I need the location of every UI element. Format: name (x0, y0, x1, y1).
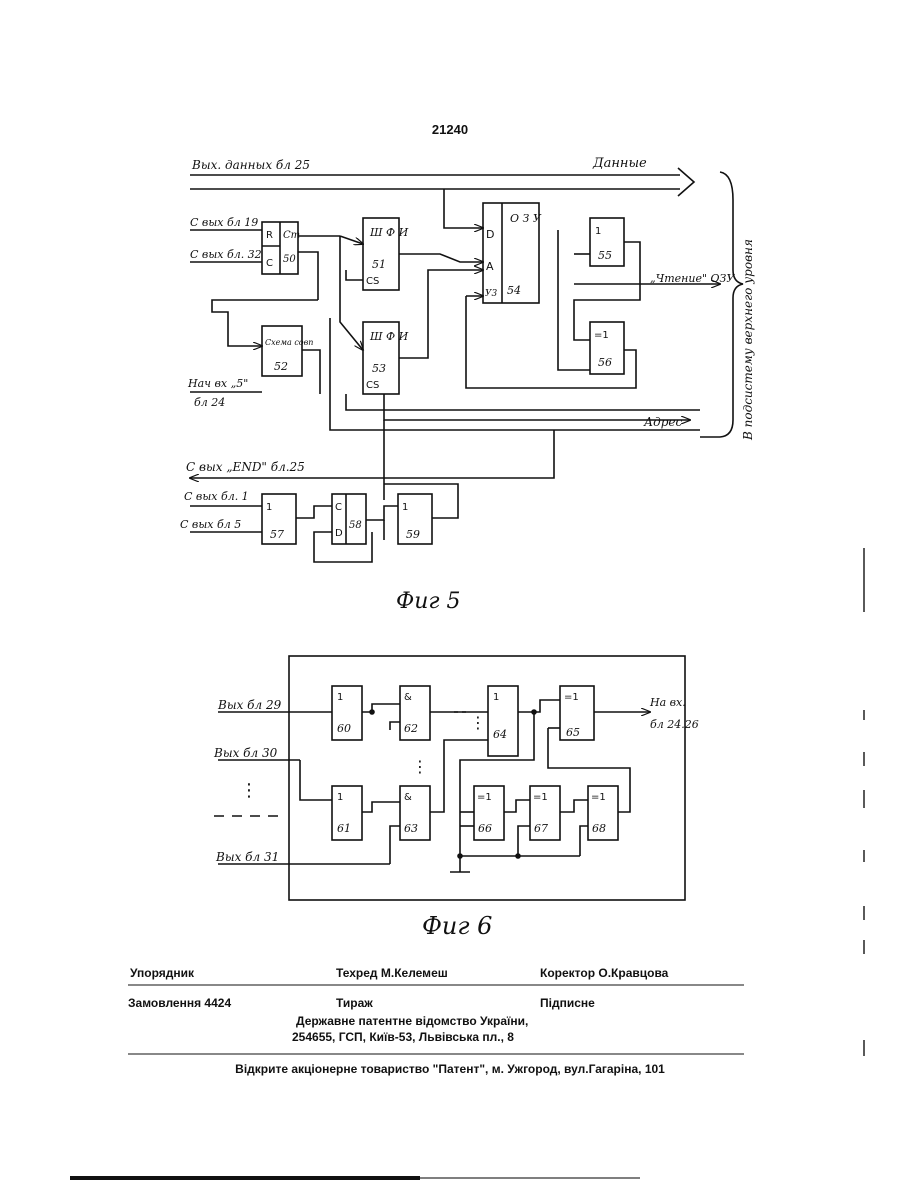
output-label-1: На вх. (649, 696, 686, 709)
c19-label: С вых бл 19 (190, 216, 258, 229)
figure-6: Вых бл 29 Вых бл 30 ⋮ Вых бл 31 1 60 & 6… (213, 656, 699, 940)
ram-num: 54 (507, 284, 521, 297)
mux-51-num: 51 (372, 258, 386, 271)
dff-c: C (335, 502, 342, 513)
gate-61-sym: 1 (337, 792, 343, 803)
gate-68-num: 68 (592, 822, 606, 835)
nav-in-label-1: Нач вх „5" (187, 377, 248, 390)
gate-65-num: 65 (566, 726, 580, 739)
gate-67-sym: =1 (533, 792, 548, 803)
gate-62-num: 62 (404, 722, 418, 735)
input-31: Вых бл 31 (215, 850, 279, 864)
gate-64-num: 64 (493, 728, 507, 741)
fig5-bottom-wires: С вых бл. 1 С вых бл 5 (180, 484, 458, 562)
or-55-sym: 1 (595, 226, 601, 237)
gate-62-sym: & (404, 692, 412, 703)
mux-53-num: 53 (372, 362, 386, 375)
imprint-order: Замовлення 4424 (128, 996, 231, 1010)
trigger-r: R (266, 230, 273, 241)
c1-label: С вых бл. 1 (184, 490, 249, 503)
ram-a: A (486, 260, 494, 273)
input-29: Вых бл 29 (217, 698, 282, 712)
gate-60-num: 60 (337, 722, 351, 735)
gate-64-sym: 1 (493, 692, 499, 703)
gate-60-sym: 1 (337, 692, 343, 703)
trigger-num: 50 (283, 254, 296, 265)
or-57-num: 57 (270, 528, 284, 541)
ram-label: О З У (510, 212, 542, 225)
ram-we: У3 (485, 289, 498, 299)
imprint-circulation: Тираж (336, 996, 373, 1010)
mux-51-cs: CS (366, 276, 379, 287)
data-out-label: Данные (592, 156, 647, 171)
subsystem-label: В подсистему верхнего уровня (741, 239, 755, 441)
fig6-caption: Фиг 6 (422, 912, 492, 940)
gate-65-sym: =1 (564, 692, 579, 703)
imprint-publisher: Відкрите акціонерне товариство "Патент",… (0, 1062, 900, 1076)
input-ellipsis: ⋮ (240, 780, 258, 801)
gate-63-num: 63 (404, 822, 418, 835)
input-30: Вых бл 30 (213, 746, 278, 760)
xor-56-num: 56 (598, 356, 612, 369)
data-bus (190, 168, 694, 196)
gates-ellipsis-1: ⋮ (470, 713, 486, 732)
fig5-caption: Фиг 5 (396, 589, 461, 614)
gates-ellipsis-2: ⋮ (412, 757, 428, 776)
c32-label: С вых бл. 32 (190, 248, 262, 261)
dff-d: D (335, 528, 343, 539)
ram-d: D (486, 228, 494, 241)
gate-66-sym: =1 (477, 792, 492, 803)
trigger-ct: Ст (283, 230, 300, 241)
gate-66-num: 66 (478, 822, 492, 835)
gate-61-num: 61 (337, 822, 351, 835)
nav-in-label-2: бл 24 (194, 396, 225, 409)
mux-53-label: Ш Ф И (369, 330, 409, 343)
or-59-num: 59 (406, 528, 420, 541)
trigger-c: C (266, 258, 273, 269)
or-55-num: 55 (598, 249, 612, 262)
address-label: Адрес (643, 415, 682, 429)
c5-label: С вых бл 5 (180, 518, 241, 531)
gate-67-num: 67 (534, 822, 548, 835)
figure-5: Вых. данных бл 25 Данные В подсистему ве… (180, 156, 755, 614)
or-57-sym: 1 (266, 502, 272, 513)
imprint-address: 254655, ГСП, Київ-53, Львівська пл., 8 (292, 1030, 514, 1044)
xor-56-sym: =1 (594, 330, 609, 341)
dff-num: 58 (349, 520, 362, 531)
subsystem-brace (720, 172, 743, 437)
mux-53-cs: CS (366, 380, 379, 391)
data-in-label: Вых. данных бл 25 (191, 158, 310, 172)
imprint-compiler: Упорядник (130, 966, 194, 980)
gate-68-sym: =1 (591, 792, 606, 803)
or-59-sym: 1 (402, 502, 408, 513)
imprint-office: Державне патентне відомство України, (296, 1014, 528, 1028)
end-out-label: С вых „END" бл.25 (186, 460, 305, 474)
mux-51-label: Ш Ф И (369, 226, 409, 239)
comparator-num: 52 (274, 360, 288, 373)
imprint-corrector: Коректор О.Кравцова (540, 966, 668, 980)
comparator-label: Схема совп (265, 338, 313, 347)
gate-63-sym: & (404, 792, 412, 803)
output-label-2: бл 24.26 (650, 718, 699, 731)
read-out-label: „Чтение" ОЗУ (650, 272, 735, 285)
imprint-techred: Техред М.Келемеш (336, 966, 448, 980)
imprint-signed: Підписне (540, 996, 595, 1010)
